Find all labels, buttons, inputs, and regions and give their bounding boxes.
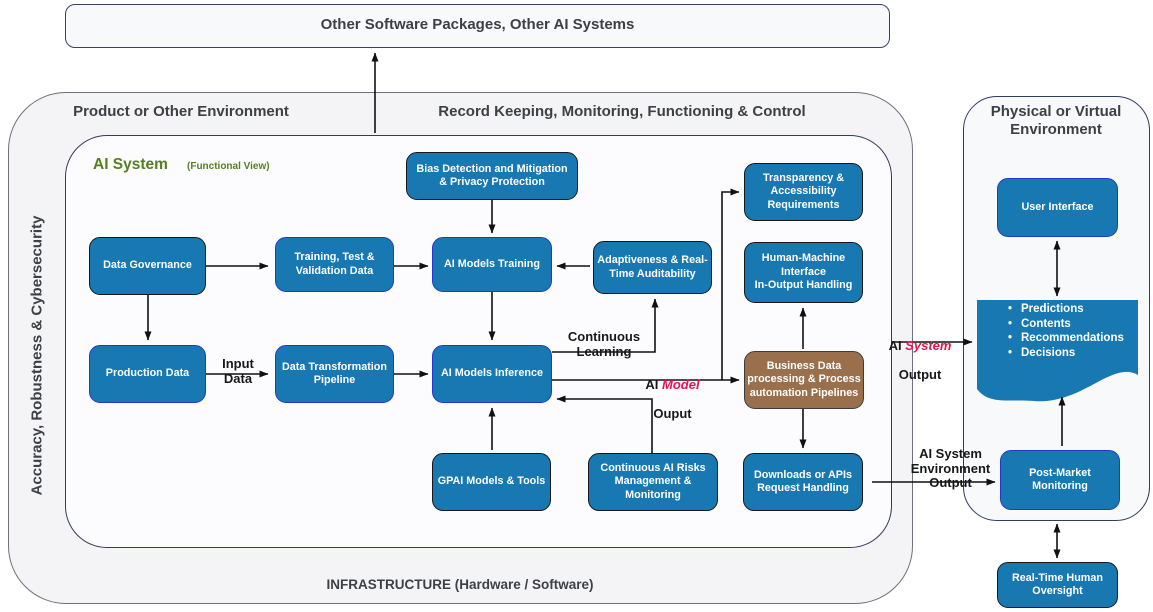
node-label: User Interface	[1021, 200, 1094, 213]
node-human-machine-interface: Human-Machine Interface In-Output Handli…	[744, 242, 863, 303]
node-downloads-apis: Downloads or APIs Request Handling	[743, 453, 863, 511]
node-label: GPAI Models & Tools	[437, 475, 546, 488]
node-ai-models-inference: AI Models Inference	[432, 345, 552, 403]
node-label: Data Governance	[103, 259, 192, 272]
node-label: Real-Time Human Oversight	[1012, 571, 1103, 597]
node-label: Adaptiveness & Real- Time Auditability	[597, 254, 708, 280]
node-continuous-ai-risks: Continuous AI Risks Management & Monitor…	[588, 453, 718, 511]
node-training-test-validation-data: Training, Test & Validation Data	[275, 237, 394, 292]
node-production-data: Production Data	[89, 345, 206, 403]
node-label: Transparency & Accessibility Requirement…	[762, 171, 844, 211]
edge-label-input-data: Input Data	[222, 356, 254, 386]
node-data-transformation-pipeline: Data Transformation Pipeline	[275, 345, 394, 403]
product-environment-title: Product or Other Environment	[73, 103, 289, 120]
infrastructure-label: INFRASTRUCTURE (Hardware / Software)	[326, 577, 594, 592]
physical-environment-title: Physical or Virtual Environment	[990, 103, 1122, 138]
other-software-label: Other Software Packages, Other AI System…	[320, 16, 635, 33]
output-item: Contents	[999, 317, 1135, 332]
edge-label-ai-system-output: AI System Output	[888, 337, 952, 383]
output-item: Recommendations	[999, 331, 1135, 346]
node-label: Downloads or APIs Request Handling	[754, 468, 852, 494]
node-label: Post-Market Monitoring	[1029, 466, 1091, 492]
node-transparency-accessibility: Transparency & Accessibility Requirement…	[744, 163, 863, 221]
ai-system-title: AI System	[93, 156, 168, 173]
node-label: Production Data	[105, 367, 190, 380]
other-software-container	[65, 4, 890, 48]
node-label: Human-Machine Interface In-Output Handli…	[754, 252, 853, 292]
node-adaptiveness-auditability: Adaptiveness & Real- Time Auditability	[593, 241, 712, 294]
ai-system-subtitle: (Functional View)	[187, 161, 270, 172]
node-gpai-models-tools: GPAI Models & Tools	[432, 453, 551, 511]
accuracy-robustness-label: Accuracy, Robustness & Cybersecurity	[28, 215, 46, 496]
node-user-interface: User Interface	[997, 178, 1118, 237]
node-label: Data Transformation Pipeline	[282, 360, 387, 386]
node-data-governance: Data Governance	[89, 237, 206, 295]
node-ai-models-training: AI Models Training	[432, 237, 552, 292]
edge-label-continuous-learning: Continuous Learning	[567, 329, 641, 359]
ai-system-outputs-list: Predictions Contents Recommendations Dec…	[999, 302, 1135, 360]
output-item: Predictions	[999, 302, 1135, 317]
output-item: Decisions	[999, 346, 1135, 361]
node-label: Business Data processing & Process autom…	[747, 359, 861, 399]
node-label: AI Models Training	[444, 257, 540, 270]
node-business-data-processing: Business Data processing & Process autom…	[744, 351, 864, 409]
node-label: Training, Test & Validation Data	[294, 251, 375, 277]
edge-label-ai-system-environment-output: AI System Environment Output	[910, 446, 991, 491]
record-keeping-title: Record Keeping, Monitoring, Functioning …	[438, 103, 806, 120]
node-label: AI Models Inference	[441, 367, 543, 380]
edge-label-ai-model-output: AI Model Ouput	[645, 376, 700, 422]
node-label: Bias Detection and Mitigation & Privacy …	[416, 162, 568, 188]
node-post-market-monitoring: Post-Market Monitoring	[1000, 450, 1120, 510]
node-bias-detection: Bias Detection and Mitigation & Privacy …	[406, 152, 578, 200]
node-real-time-human-oversight: Real-Time Human Oversight	[997, 562, 1118, 608]
node-label: Continuous AI Risks Management & Monitor…	[600, 461, 706, 501]
